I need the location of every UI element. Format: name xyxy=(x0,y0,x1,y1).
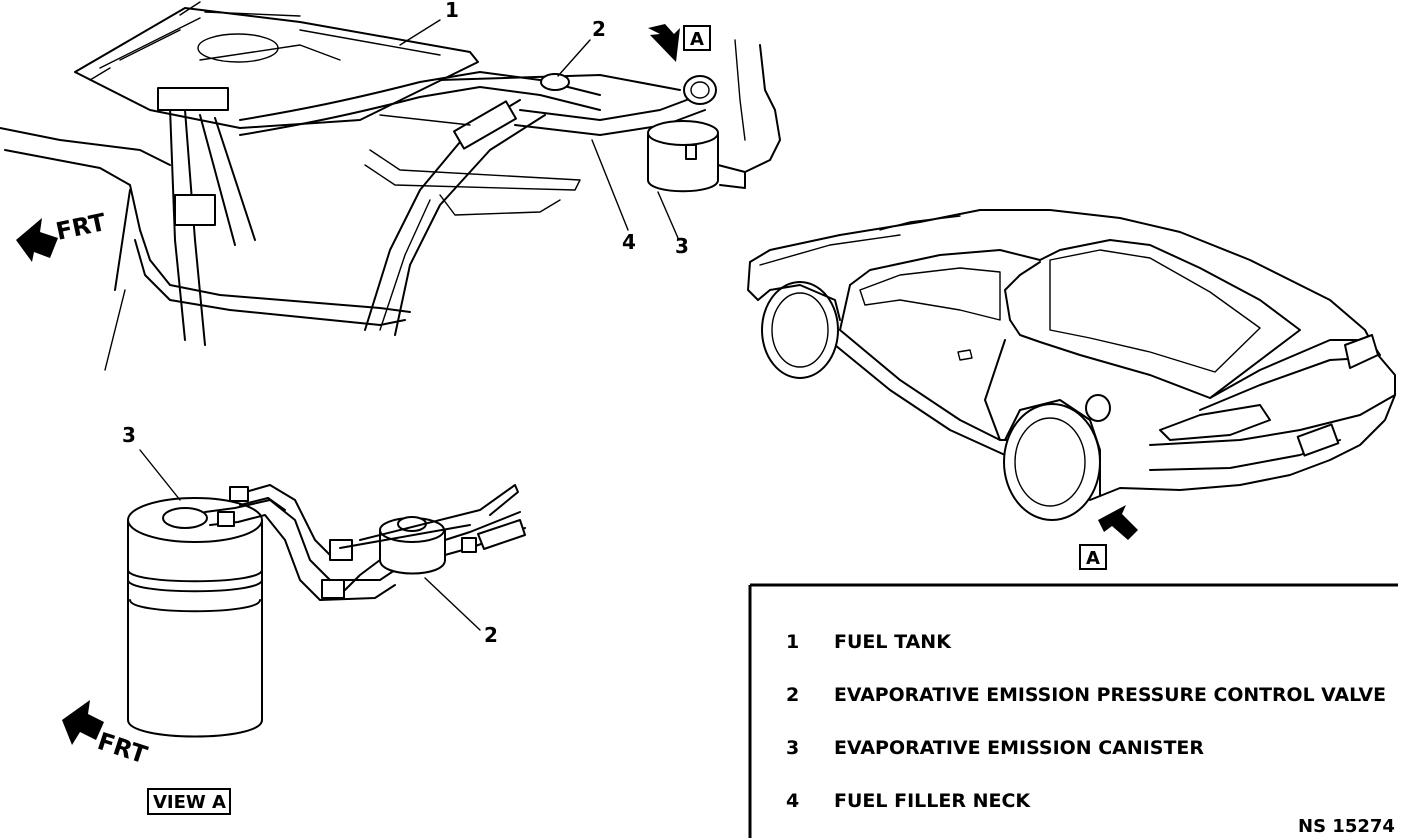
view-caption-box xyxy=(147,788,231,815)
view-a-marker-top: A xyxy=(690,29,704,50)
callout-1: 1 xyxy=(445,0,459,22)
car-drawing xyxy=(747,209,1396,521)
view-a-arrow-icon xyxy=(648,24,680,62)
view-a-marker-box xyxy=(683,25,711,51)
leader-line-4 xyxy=(591,139,629,231)
view-caption: VIEW A xyxy=(153,792,226,813)
legend-label-1: FUEL TANK xyxy=(834,631,952,653)
leader-line-view-3 xyxy=(139,449,181,501)
callout-2: 2 xyxy=(592,17,606,41)
leader-line-1 xyxy=(399,19,441,46)
canister-detail-drawing xyxy=(127,484,526,738)
view-front-arrow-icon xyxy=(62,700,104,745)
legend-num-4: 4 xyxy=(786,790,799,812)
fuel-tank-assembly-drawing xyxy=(0,1,781,371)
leader-line-3 xyxy=(657,191,679,239)
legend-num-1: 1 xyxy=(786,631,799,653)
callout-3: 3 xyxy=(675,234,689,258)
view-callout-2: 2 xyxy=(484,623,498,647)
car-view-a-arrow-icon xyxy=(1098,505,1138,540)
legend-num-2: 2 xyxy=(786,684,799,706)
legend-num-3: 3 xyxy=(786,737,799,759)
view-a-marker-car: A xyxy=(1086,548,1100,569)
legend-label-2: EVAPORATIVE EMISSION PRESSURE CONTROL VA… xyxy=(834,684,1386,706)
legend-label-4: FUEL FILLER NECK xyxy=(834,790,1031,812)
figure-id: NS 15274 xyxy=(1298,816,1395,837)
callout-4: 4 xyxy=(622,230,636,254)
car-view-a-marker-box xyxy=(1079,544,1107,570)
front-arrow-icon xyxy=(16,218,58,262)
leader-line-2 xyxy=(557,39,591,77)
front-label-main: FRT xyxy=(53,208,109,246)
leader-line-view-2 xyxy=(424,577,481,631)
legend-label-3: EVAPORATIVE EMISSION CANISTER xyxy=(834,737,1204,759)
view-callout-3: 3 xyxy=(122,423,136,447)
legend: 1 FUEL TANK 2 EVAPORATIVE EMISSION PRESS… xyxy=(748,583,1398,838)
front-label-view: FRT xyxy=(94,727,151,769)
